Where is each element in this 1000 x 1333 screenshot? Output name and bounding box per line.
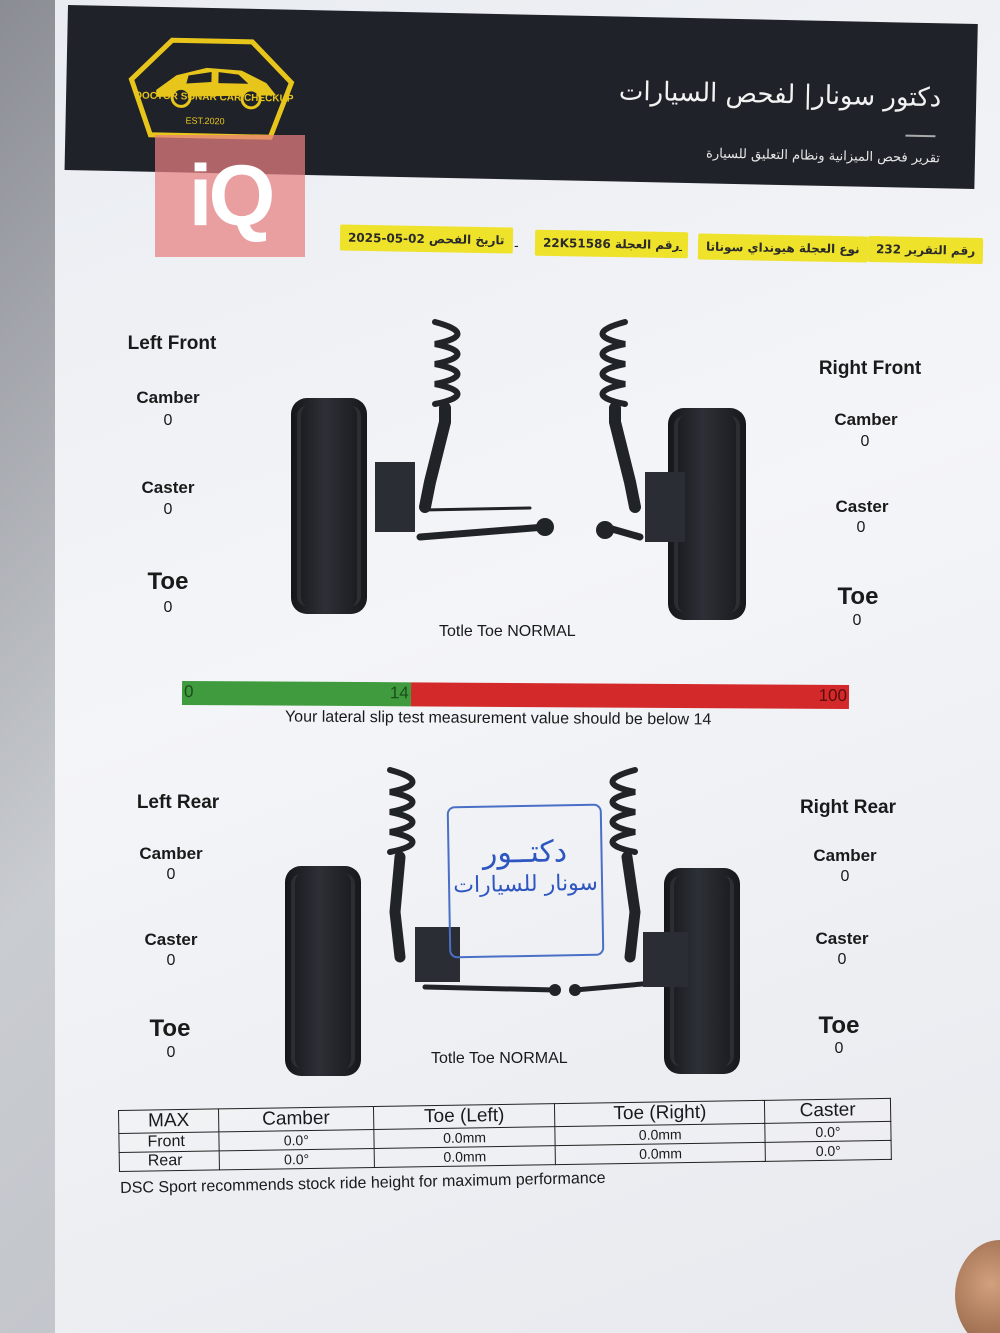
row-label-front: Front: [118, 1131, 220, 1153]
rear-left-tire: [285, 866, 361, 1076]
right-front-toe-value: 0: [852, 612, 862, 629]
right-rear-camber-label: Camber: [813, 846, 877, 865]
company-stamp: دكتــور سونار للسيارات: [446, 803, 605, 959]
right-rear-caster-label: Caster: [815, 929, 869, 948]
lateral-slip-bar: 0 14 100: [181, 680, 850, 710]
front-total-toe: Totle Toe NORMAL: [439, 623, 576, 640]
right-front-camber-label: Camber: [834, 410, 898, 429]
table-header-camber: Camber: [218, 1106, 374, 1132]
rear-total-toe: Totle Toe NORMAL: [431, 1050, 568, 1067]
slip-test-note: Your lateral slip test measurement value…: [284, 708, 712, 729]
chip-separator: -: [847, 245, 852, 261]
plate-number-chip: رقم العجلة 22K51586: [534, 229, 688, 259]
right-front-caster-label: Caster: [835, 497, 889, 516]
left-rear-caster-value: 0: [166, 952, 176, 969]
right-rear-camber-value: 0: [840, 868, 850, 885]
report-number-chip: رقم التقرير 232: [867, 235, 984, 265]
right-front-title: Right Front: [818, 358, 922, 379]
left-front-camber-label: Camber: [136, 388, 200, 407]
stamp-line-1: دكتــور: [482, 834, 568, 871]
inspection-date-chip: تاريخ الفحص 02-05-2025: [339, 224, 513, 254]
report-header: DOCTOR SONAR CAR CHECKUP EST.2020 دكتور …: [64, 5, 978, 190]
left-rear-caster-label: Caster: [144, 930, 198, 949]
left-front-caster-value: 0: [163, 501, 173, 518]
front-left-tire: [291, 398, 367, 614]
right-rear-toe-label: Toe: [818, 1012, 860, 1039]
left-front-title: Left Front: [127, 333, 217, 354]
front-caster-max: 0.0°: [764, 1121, 892, 1143]
chip-separator: -: [514, 237, 519, 253]
left-rear-camber-label: Camber: [139, 844, 203, 863]
left-front-camber-value: 0: [163, 412, 173, 429]
left-rear-title: Left Rear: [136, 792, 220, 813]
right-front-caster-value: 0: [856, 519, 866, 536]
rear-toe-left-max: 0.0mm: [373, 1145, 556, 1168]
slip-ok-zone: 0 14: [181, 680, 411, 707]
title-underline: [905, 134, 936, 138]
right-rear-toe-value: 0: [834, 1040, 844, 1057]
report-subtitle: تقرير فحص الميزانية ونظام التعليق للسيار…: [705, 146, 941, 167]
row-label-rear: Rear: [119, 1150, 220, 1172]
logo-est: EST.2020: [185, 115, 225, 127]
vehicle-type-chip: نوع العجلة هيونداي سوناتا: [697, 233, 868, 263]
iq-watermark-badge: iQ: [155, 135, 305, 257]
car-logo-icon: [128, 37, 295, 140]
rear-toe-right-max: 0.0mm: [555, 1142, 766, 1165]
front-camber-max: 0.0°: [218, 1129, 374, 1151]
rear-suspension-icon: [387, 767, 688, 996]
slip-max-label: 100: [818, 685, 848, 706]
table-corner-max: MAX: [118, 1108, 219, 1134]
table-header-toe-right: Toe (Right): [554, 1100, 765, 1127]
front-suspension-icon: [375, 319, 685, 542]
max-spec-table: MAX Camber Toe (Left) Toe (Right) Caster…: [118, 1097, 892, 1172]
slip-threshold-label: 14: [389, 683, 409, 703]
stamp-line-2: سونار للسيارات: [453, 870, 599, 899]
rear-caster-max: 0.0°: [765, 1140, 892, 1162]
report-sheet: DOCTOR SONAR CAR CHECKUP EST.2020 دكتور …: [55, 0, 1000, 1333]
report-title: دكتور سونار| لفحص السيارات: [618, 76, 942, 114]
left-front-toe-label: Toe: [147, 568, 189, 595]
left-rear-toe-label: Toe: [149, 1015, 191, 1042]
left-front-caster-label: Caster: [141, 478, 195, 497]
right-rear-caster-value: 0: [837, 951, 847, 968]
rear-camber-max: 0.0°: [219, 1148, 375, 1170]
ride-height-note: DSC Sport recommends stock ride height f…: [120, 1169, 606, 1197]
right-front-camber-value: 0: [860, 433, 870, 450]
table-header-caster: Caster: [764, 1098, 891, 1124]
table-header-toe-left: Toe (Left): [373, 1103, 556, 1130]
left-rear-toe-value: 0: [166, 1044, 176, 1061]
slip-min-label: 0: [183, 681, 194, 702]
right-rear-title: Right Rear: [799, 797, 897, 818]
left-front-toe-value: 0: [163, 599, 173, 616]
left-rear-camber-value: 0: [166, 866, 176, 883]
slip-fail-zone: 100: [410, 682, 850, 710]
right-front-toe-label: Toe: [837, 583, 879, 610]
chip-separator: -: [678, 241, 683, 257]
